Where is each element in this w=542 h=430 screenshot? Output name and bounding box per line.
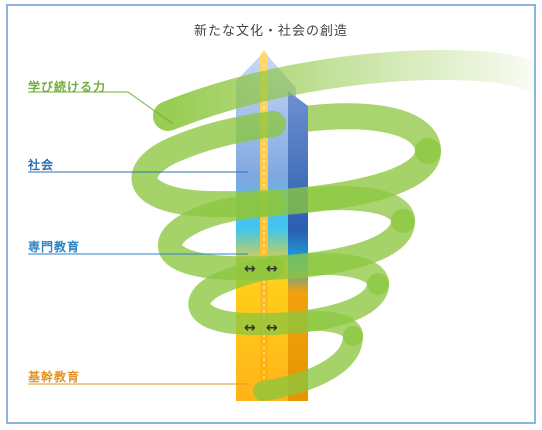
arrow-lower-left: ↔ (244, 320, 256, 336)
spiral-front (131, 111, 441, 401)
diagram-frame: 新たな文化・社会の創造 学び続ける力 社会 専門教育 基幹教育 ↔ ↔ ↔ ↔ (6, 4, 536, 424)
label-foundation: 基幹教育 (28, 370, 81, 384)
label-society: 社会 (28, 158, 55, 172)
diagram-title: 新たな文化・社会の創造 (193, 24, 348, 39)
arrow-lower-right: ↔ (266, 320, 278, 336)
spiral-pillar-diagram (28, 50, 534, 401)
label-learning: 学び続ける力 (28, 80, 107, 94)
arrow-upper-right: ↔ (266, 261, 278, 277)
arrow-upper-left: ↔ (244, 261, 256, 277)
label-specialized: 専門教育 (28, 240, 81, 254)
pillar-shadow-face (288, 91, 308, 401)
learning-leader-line (28, 91, 174, 125)
spiral-top-tail (153, 50, 534, 131)
